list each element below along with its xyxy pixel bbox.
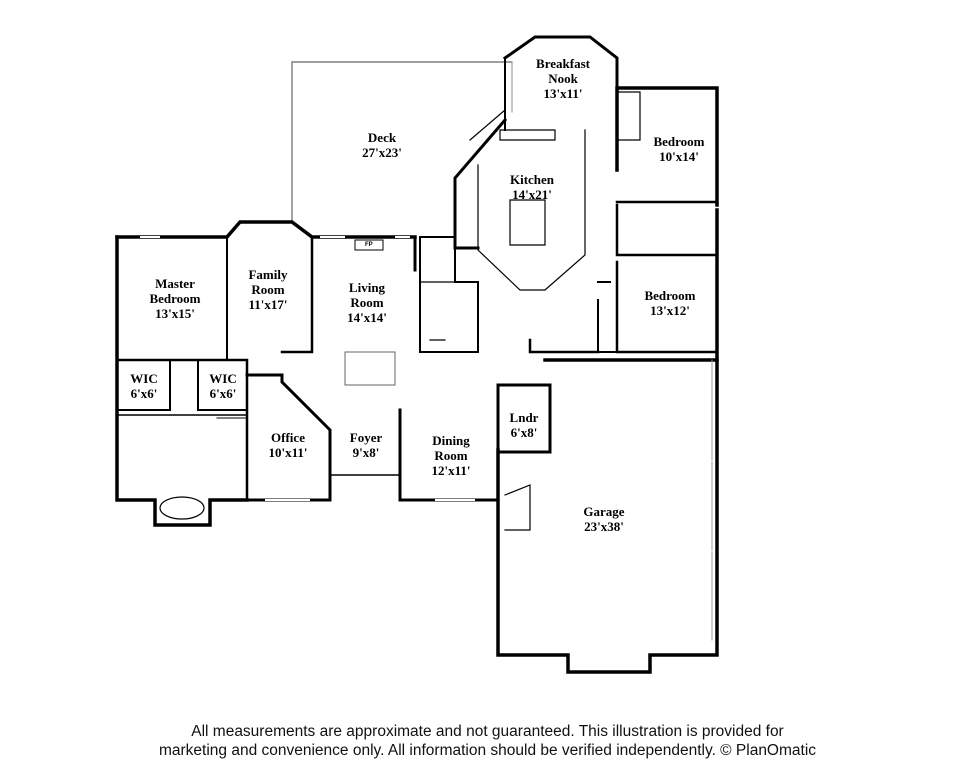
disclaimer-line-2: marketing and convenience only. All info…	[158, 742, 817, 759]
stair-walls	[419, 236, 479, 353]
room-dimensions: 13'x12'	[650, 303, 690, 318]
room-name: Garage	[583, 504, 625, 519]
room-name: WIC	[209, 371, 237, 386]
room-name: Room	[251, 282, 285, 297]
room-name: Office	[271, 430, 305, 445]
room-name: Bedroom	[149, 291, 201, 306]
room-dimensions: 11'x17'	[248, 297, 288, 312]
room-dimensions: 6'x6'	[209, 386, 237, 401]
room-name: Lndr	[509, 410, 539, 425]
room-dimensions: 23'x38'	[584, 519, 624, 534]
room-name: Bedroom	[644, 288, 696, 303]
room-name: Foyer	[349, 430, 383, 445]
room-name: Living	[348, 280, 386, 295]
room-dimensions: 13'x15'	[155, 306, 195, 321]
fireplace-label: FP	[365, 242, 373, 248]
kitchen-island	[477, 129, 586, 291]
room-name: Room	[350, 295, 384, 310]
room-dimensions: 10'x11'	[268, 445, 308, 460]
room-dimensions: 9'x8'	[352, 445, 380, 460]
room-name: Family	[248, 267, 288, 282]
room-dimensions: 27'x23'	[362, 145, 402, 160]
room-dimensions: 14'x14'	[347, 310, 387, 325]
disclaimer-line-1: All measurements are approximate and not…	[191, 723, 784, 740]
floor-plan	[115, 35, 719, 674]
room-name: Dining	[432, 433, 470, 448]
room-name: Kitchen	[509, 172, 555, 187]
disclaimer: All measurements are approximate and not…	[0, 722, 975, 760]
room-name: Bedroom	[653, 134, 705, 149]
fireplace	[354, 239, 384, 251]
kitchen-walls	[453, 117, 508, 250]
garage-walls	[496, 358, 719, 674]
room-dimensions: 10'x14'	[659, 149, 699, 164]
room-dimensions: 6'x8'	[510, 425, 538, 440]
room-name: Deck	[367, 130, 397, 145]
bathtub	[159, 496, 205, 520]
breakfast-nook-walls	[502, 35, 619, 87]
master-bedroom-walls	[115, 220, 417, 239]
room-dimensions: 13'x11'	[543, 86, 583, 101]
room-name: Master	[155, 276, 195, 291]
room-name: WIC	[130, 371, 158, 386]
room-dimensions: 14'x21'	[512, 187, 552, 202]
office-walls	[245, 373, 332, 502]
room-name: Breakfast	[536, 56, 590, 71]
room-name: Room	[434, 448, 468, 463]
room-dimensions: 6'x6'	[130, 386, 158, 401]
room-dimensions: 12'x11'	[431, 463, 471, 478]
bedroom-1-walls	[615, 86, 719, 207]
laundry-walls	[496, 383, 552, 454]
deck-outline	[291, 61, 513, 223]
room-name: Nook	[548, 71, 578, 86]
